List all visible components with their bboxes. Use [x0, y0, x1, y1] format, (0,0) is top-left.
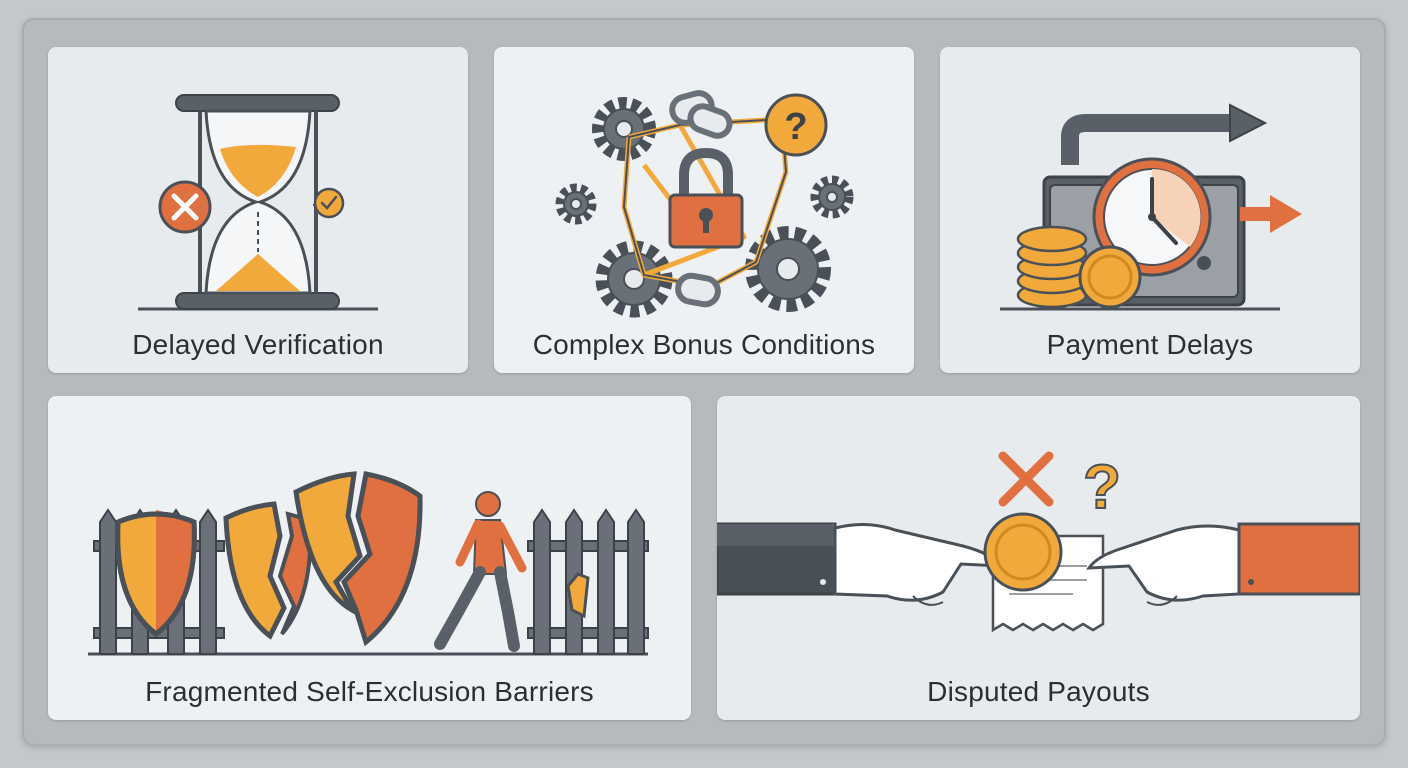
handshake-coin-icon: ? [717, 451, 1360, 633]
card-delayed-verification: Delayed Verification [48, 47, 468, 373]
card-label: Disputed Payouts [927, 676, 1150, 707]
card-label: Payment Delays [1046, 329, 1254, 360]
card-fragmented-self-exclusion-barriers: Fragmented Self-Exclusion Barriers [48, 396, 691, 720]
card-label: Fragmented Self-Exclusion Barriers [145, 676, 594, 707]
card-label: Delayed Verification [132, 329, 384, 360]
svg-text:?: ? [1083, 453, 1121, 522]
clock-money-icon [1000, 103, 1302, 311]
locked-chain-gears-icon: ? [555, 90, 854, 318]
card-complex-bonus-conditions: ? Complex Bonus Conditions [494, 47, 914, 373]
hourglass-icon [138, 94, 378, 311]
card-disputed-payouts: ? Disputed Payouts [717, 396, 1360, 720]
card-label: Complex Bonus Conditions [532, 329, 876, 360]
svg-text:?: ? [784, 106, 807, 148]
card-payment-delays: Payment Delays [940, 47, 1360, 373]
broken-shields-fence-icon [88, 471, 649, 656]
